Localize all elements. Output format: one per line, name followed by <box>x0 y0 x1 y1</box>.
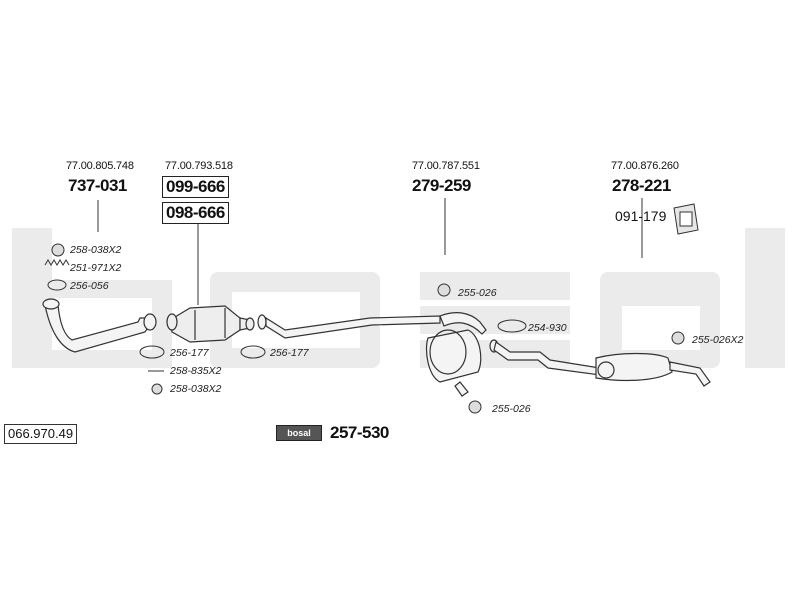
label-ring: 256-056 <box>70 280 109 292</box>
label-mount-mid-top: 255-026 <box>458 287 497 299</box>
part-number-278-221: 278-221 <box>612 176 671 195</box>
front-pipe <box>42 298 157 353</box>
label-gasket-1: 258-038X2 <box>70 244 122 256</box>
oe-number-4: 77.00.876.260 <box>611 160 679 172</box>
accessory-icons <box>44 243 685 414</box>
label-bolt: 258-835X2 <box>170 365 222 377</box>
label-mount-rear: 255-026X2 <box>692 334 744 346</box>
part-number-737-031: 737-031 <box>68 176 127 195</box>
oe-number-1: 77.00.805.748 <box>66 160 134 172</box>
part-number-091-179: 091-179 <box>615 208 667 224</box>
oe-number-3: 77.00.787.551 <box>412 160 480 172</box>
kit-part-number: 257-530 <box>330 423 389 442</box>
catalytic-converter <box>166 305 255 343</box>
part-number-098-666: 098-666 <box>162 202 229 224</box>
label-nut: 258-038X2 <box>170 383 222 395</box>
label-spring: 251-971X2 <box>70 262 122 274</box>
label-clamp: 254-930 <box>528 322 567 334</box>
part-number-279-259: 279-259 <box>412 176 471 195</box>
oe-number-2: 77.00.793.518 <box>165 160 233 172</box>
part-number-099-666: 099-666 <box>162 176 229 198</box>
label-cat-gasket-right: 256-177 <box>270 347 309 359</box>
middle-pipe <box>257 312 487 397</box>
catalog-number: 066.970.49 <box>4 424 78 444</box>
label-mount-mid-bottom: 255-026 <box>492 403 531 415</box>
bosal-kit-logo: bosal <box>276 425 322 441</box>
label-cat-gasket-left: 256-177 <box>170 347 209 359</box>
rear-pipe <box>489 339 711 387</box>
bracket-091-179 <box>673 203 699 235</box>
